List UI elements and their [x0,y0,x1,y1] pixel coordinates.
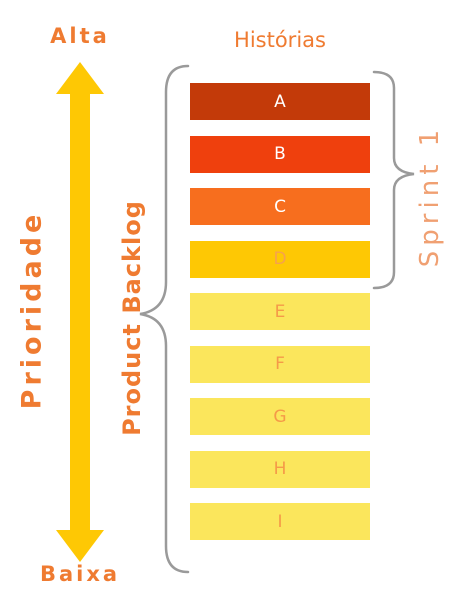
sprint-label: Sprint 1 [415,124,445,268]
story-label: F [275,354,285,374]
story-label: B [274,144,286,164]
sprint-brace [372,70,415,290]
story-label: A [274,91,286,112]
story-label: G [273,406,287,427]
story-item: I [190,503,370,540]
story-label: C [274,196,286,217]
stories-header: Histórias [234,28,326,52]
priority-high-label: Alta [50,24,110,48]
priority-arrow [56,62,104,562]
priority-axis-label: Prioridade [16,210,48,410]
story-item: H [190,450,370,488]
story-item: A [190,83,370,120]
story-item: E [190,293,370,330]
story-label: H [273,459,287,479]
story-item: G [190,398,370,435]
priority-low-label: Baixa [39,562,121,586]
story-label: I [277,511,283,532]
story-label: D [273,249,287,269]
product-backlog-label: Product Backlog [118,200,146,436]
story-item: F [190,345,370,383]
story-label: E [274,301,286,322]
backlog-brace [139,64,190,574]
story-item: B [190,135,370,173]
story-item: D [190,240,370,278]
story-item: C [190,188,370,225]
